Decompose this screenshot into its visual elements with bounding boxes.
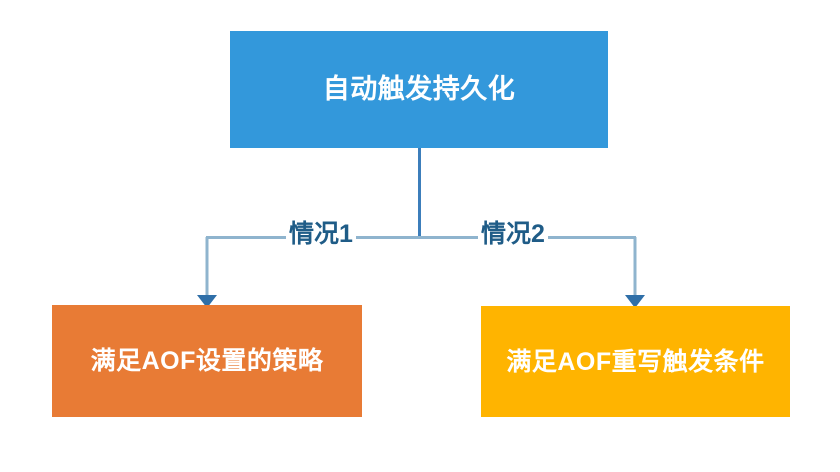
node-auto-trigger-persistence[interactable]: 自动触发持久化 — [230, 31, 608, 148]
edge-label-case-2: 情况2 — [478, 222, 548, 247]
node-aof-policy-satisfied[interactable]: 满足AOF设置的策略 — [52, 305, 362, 417]
edge-label-case-1: 情况1 — [286, 222, 356, 247]
node-left-label: 满足AOF设置的策略 — [90, 347, 324, 375]
node-aof-rewrite-condition-satisfied[interactable]: 满足AOF重写触发条件 — [481, 306, 790, 417]
node-right-label: 满足AOF重写触发条件 — [506, 347, 765, 376]
node-root-label: 自动触发持久化 — [322, 74, 516, 105]
